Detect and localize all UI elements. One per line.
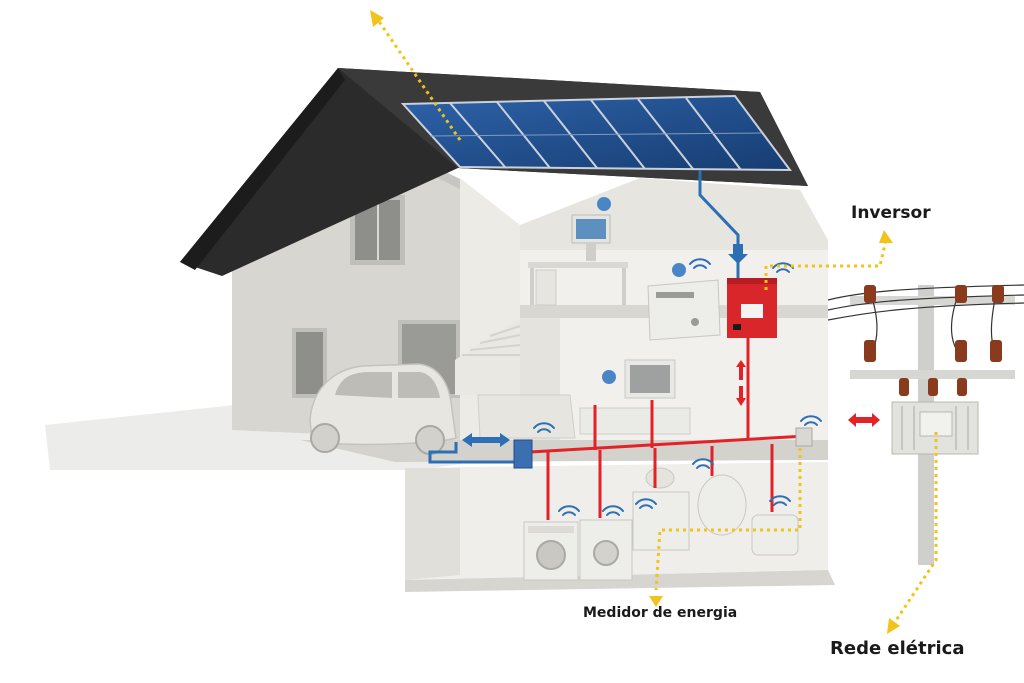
washing-machine xyxy=(524,522,578,580)
sofa xyxy=(478,395,575,438)
battery-unit xyxy=(648,280,720,340)
energy-meter-label: Medidor de energia xyxy=(583,605,737,621)
energy-meter xyxy=(796,428,812,446)
dryer xyxy=(580,520,632,580)
inverter-unit xyxy=(727,278,777,338)
distribution-box xyxy=(514,440,532,468)
inverter-label: Inversor xyxy=(851,203,931,223)
electric-car xyxy=(310,364,456,454)
power-grid-label: Rede elétrica xyxy=(830,638,964,659)
water-tank xyxy=(698,475,746,535)
solar-panel-array xyxy=(403,96,790,170)
heat-pump xyxy=(752,515,798,555)
